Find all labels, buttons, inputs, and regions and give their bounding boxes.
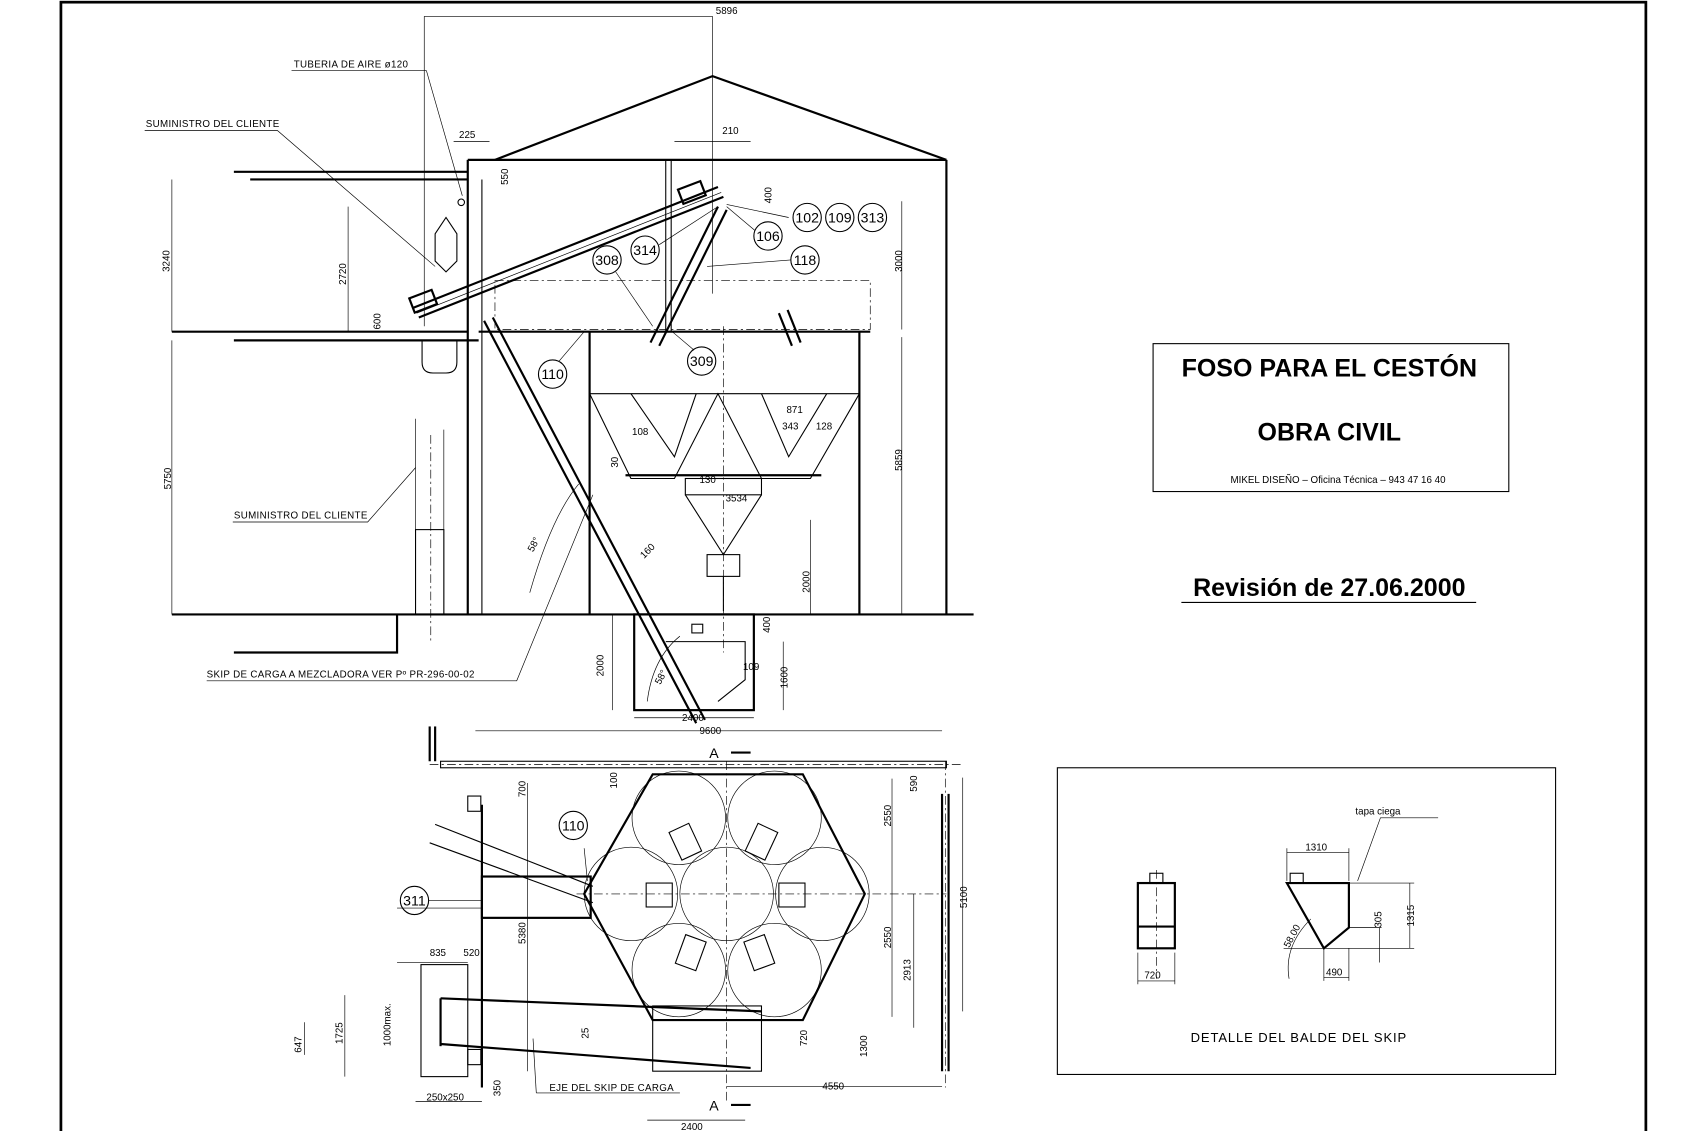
detail-note-blind-cover: tapa ciega bbox=[1355, 807, 1401, 818]
label-air-pipe: TUBERIA DE AIRE ø120 bbox=[294, 59, 409, 70]
svg-text:313: 313 bbox=[861, 210, 885, 226]
detail-angle-58: 58.00 bbox=[1282, 922, 1303, 949]
revision-date: Revisión de 27.06.2000 bbox=[1193, 574, 1465, 602]
dim-1000max: 1000max. bbox=[383, 1003, 394, 1046]
balloon-308: 308 bbox=[592, 245, 622, 275]
dim-3240: 3240 bbox=[162, 250, 173, 272]
balloon-110-plan: 110 bbox=[558, 810, 588, 841]
dim-550: 550 bbox=[500, 168, 511, 185]
detail-dim-1315: 1315 bbox=[1406, 904, 1417, 926]
dim-520: 520 bbox=[463, 948, 480, 959]
dim-647: 647 bbox=[293, 1036, 304, 1052]
svg-text:118: 118 bbox=[794, 252, 817, 268]
balloon-311: 311 bbox=[399, 885, 430, 916]
balloon-110-elevation: 110 bbox=[537, 359, 568, 389]
dim-2550-bottom: 2550 bbox=[883, 926, 894, 948]
section-mark-a-bottom: A bbox=[709, 1097, 719, 1113]
label-skip-loading: SKIP DE CARGA A MEZCLADORA VER Pº PR-296… bbox=[207, 670, 475, 681]
dim-2400-plan: 2400 bbox=[681, 1122, 703, 1131]
balloon-313: 313 bbox=[857, 202, 888, 233]
office-info: MIKEL DISEÑO – Oficina Técnica – 943 47 … bbox=[1231, 475, 1447, 486]
sheet-border bbox=[59, 0, 1648, 1131]
label-skip-axis: EJE DEL SKIP DE CARGA bbox=[549, 1083, 674, 1094]
dim-343: 343 bbox=[782, 422, 798, 433]
dim-100: 100 bbox=[609, 772, 620, 789]
detail-title: DETALLE DEL BALDE DEL SKIP bbox=[1191, 1030, 1408, 1045]
svg-text:314: 314 bbox=[633, 242, 657, 258]
dim-160: 160 bbox=[638, 541, 658, 561]
dim-5100: 5100 bbox=[959, 886, 970, 908]
dim-590: 590 bbox=[909, 775, 920, 792]
dim-1725: 1725 bbox=[335, 1022, 346, 1044]
dim-225: 225 bbox=[459, 130, 476, 141]
dim-4550: 4550 bbox=[822, 1082, 844, 1093]
dim-2000-hopper: 2000 bbox=[801, 570, 812, 592]
balloon-309: 309 bbox=[686, 346, 717, 376]
dim-835: 835 bbox=[430, 948, 447, 959]
dim-3534: 3534 bbox=[726, 493, 748, 504]
detail-dim-1310: 1310 bbox=[1305, 842, 1327, 853]
dim-2400-pit: 2400 bbox=[682, 713, 704, 724]
dim-1300: 1300 bbox=[859, 1035, 870, 1057]
label-client-supply-mid: SUMINISTRO DEL CLIENTE bbox=[234, 511, 368, 522]
balloon-102: 102 bbox=[792, 202, 822, 233]
svg-text:110: 110 bbox=[541, 366, 564, 382]
dim-600: 600 bbox=[373, 313, 384, 330]
svg-text:106: 106 bbox=[756, 228, 780, 244]
dim-400-top: 400 bbox=[763, 187, 774, 204]
detail-dim-305: 305 bbox=[1374, 911, 1385, 928]
dim-2720: 2720 bbox=[338, 263, 349, 285]
dim-128: 128 bbox=[816, 422, 832, 433]
dim-30: 30 bbox=[610, 456, 621, 467]
dim-109: 109 bbox=[743, 662, 759, 673]
dim-2550-top: 2550 bbox=[883, 804, 894, 826]
section-mark-a-top: A bbox=[709, 745, 719, 761]
dim-108: 108 bbox=[632, 427, 648, 438]
dim-3000: 3000 bbox=[894, 250, 905, 272]
dim-2913: 2913 bbox=[903, 959, 914, 981]
detail-dim-490: 490 bbox=[1326, 967, 1343, 978]
svg-text:308: 308 bbox=[595, 252, 619, 268]
balloon-118: 118 bbox=[790, 245, 820, 275]
elevation-view bbox=[144, 15, 974, 732]
dim-5859: 5859 bbox=[894, 449, 905, 471]
balloon-314: 314 bbox=[630, 235, 660, 265]
svg-text:109: 109 bbox=[828, 210, 852, 226]
drawing-subtitle: OBRA CIVIL bbox=[1258, 418, 1402, 446]
dim-5380: 5380 bbox=[517, 922, 528, 944]
detail-dim-720: 720 bbox=[1144, 971, 1161, 982]
dim-350: 350 bbox=[492, 1079, 503, 1096]
dim-250x250: 250x250 bbox=[426, 1093, 464, 1104]
skip-bucket-detail bbox=[1056, 767, 1557, 1075]
dim-871: 871 bbox=[786, 405, 802, 416]
dim-5750: 5750 bbox=[163, 467, 174, 489]
svg-text:311: 311 bbox=[403, 892, 426, 908]
svg-text:110: 110 bbox=[562, 817, 585, 833]
svg-text:309: 309 bbox=[690, 353, 714, 369]
label-client-supply-top: SUMINISTRO DEL CLIENTE bbox=[146, 119, 280, 130]
dim-25: 25 bbox=[581, 1027, 592, 1038]
dim-400-pit: 400 bbox=[762, 616, 773, 633]
title-block: FOSO PARA EL CESTÓN OBRA CIVIL MIKEL DIS… bbox=[1152, 343, 1510, 493]
dim-2000-pit: 2000 bbox=[596, 654, 607, 676]
svg-text:102: 102 bbox=[795, 210, 819, 226]
balloon-106: 106 bbox=[753, 221, 783, 251]
dim-130: 130 bbox=[699, 475, 716, 486]
drawing-title: FOSO PARA EL CESTÓN bbox=[1182, 352, 1477, 382]
dim-1600: 1600 bbox=[780, 666, 791, 688]
dim-210: 210 bbox=[722, 126, 739, 137]
balloon-109: 109 bbox=[825, 202, 855, 233]
dim-5896: 5896 bbox=[716, 6, 738, 17]
dim-9600: 9600 bbox=[699, 726, 721, 737]
dim-720-plan: 720 bbox=[799, 1029, 810, 1046]
dim-angle-58-upper: 58° bbox=[526, 536, 543, 554]
plan-view bbox=[304, 726, 964, 1121]
dim-700: 700 bbox=[517, 780, 528, 797]
dim-angle-58-lower: 58° bbox=[653, 668, 670, 686]
